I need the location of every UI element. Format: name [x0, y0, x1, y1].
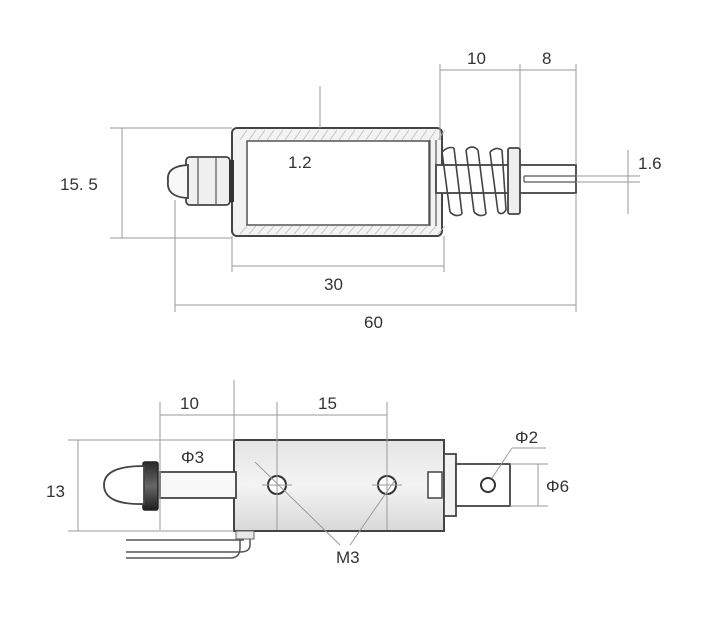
side-nut	[142, 461, 159, 511]
top-dimension-lines	[110, 64, 640, 312]
housing-hatch	[239, 129, 446, 235]
top-view: 15. 5 1.2 10 8 1.6 30 60	[60, 49, 662, 332]
side-dim-thread: M3	[336, 548, 360, 567]
top-spring	[441, 146, 507, 217]
side-plunger-collar	[443, 453, 457, 517]
side-dim-shaft-len: 10	[180, 394, 199, 413]
top-housing	[231, 127, 446, 237]
side-dim-height: 13	[46, 482, 65, 501]
top-stop-washer	[507, 147, 521, 215]
side-front-cap	[103, 465, 145, 505]
side-dimension-lines	[68, 380, 548, 546]
top-dim-height: 15. 5	[60, 175, 98, 194]
top-dim-spring: 10	[467, 49, 486, 68]
side-view: 13 10 15 Φ3 Φ2 Φ6 M3	[46, 380, 569, 567]
top-dim-wall: 1.2	[288, 153, 312, 172]
side-shaft	[159, 471, 237, 499]
side-dim-pin-hole: Φ2	[515, 428, 538, 447]
top-dim-body: 30	[324, 275, 343, 294]
side-plunger-notch	[427, 471, 443, 499]
side-pin-hole	[480, 477, 496, 493]
top-dim-total: 60	[364, 313, 383, 332]
top-dim-plunger: 8	[542, 49, 551, 68]
side-dim-hole-pitch: 15	[318, 394, 337, 413]
side-dim-shaft-dia: Φ3	[181, 448, 204, 467]
top-front-nut	[185, 156, 234, 206]
top-dim-slot: 1.6	[638, 154, 662, 173]
side-dim-plunger-dia: Φ6	[546, 477, 569, 496]
side-lead-wires	[126, 530, 255, 559]
top-front-cap	[166, 164, 189, 199]
